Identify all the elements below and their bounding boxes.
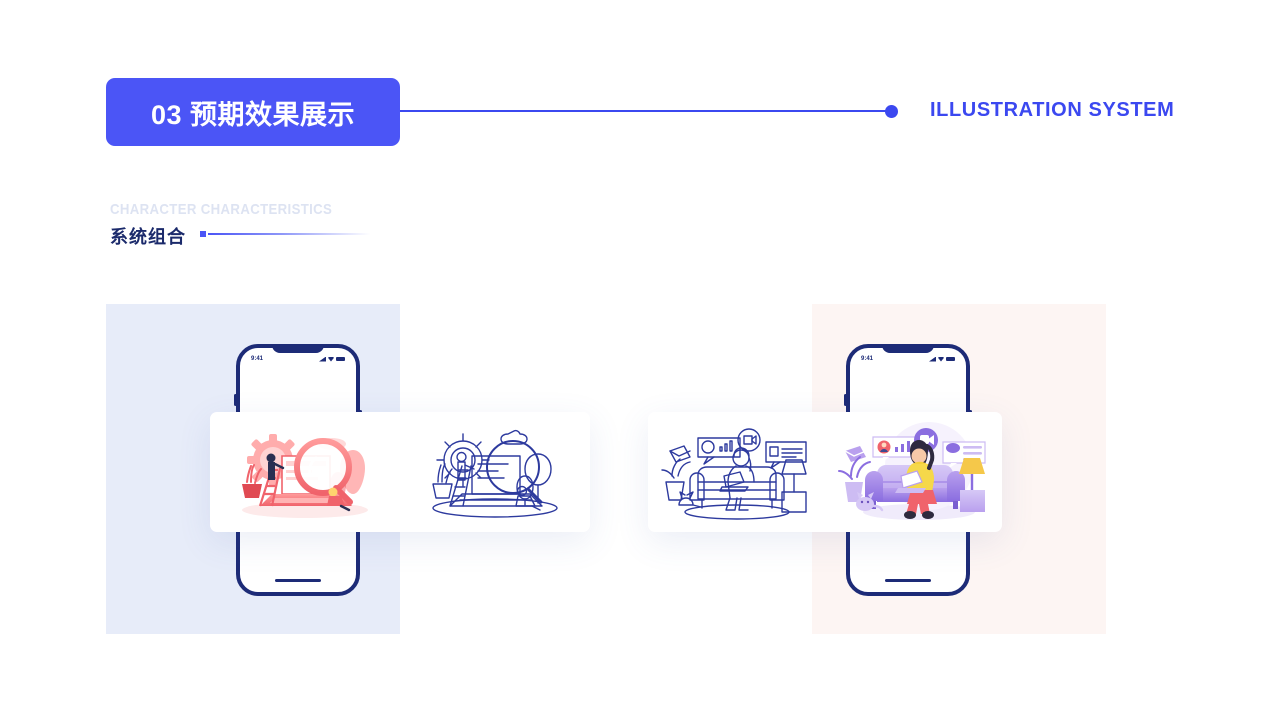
- wifi-icon: [938, 356, 944, 362]
- phone-mute-switch-icon: [234, 394, 237, 406]
- illustration-sofa-lineart: [648, 412, 825, 532]
- section-badge-label: 03 预期效果展示: [150, 99, 356, 130]
- showcase-card-left: [210, 412, 590, 532]
- status-time-label: 9:41: [251, 356, 264, 362]
- battery-icon: [946, 356, 955, 362]
- battery-icon: [336, 356, 345, 362]
- status-icon-group: [929, 356, 955, 362]
- subtitle-chinese: 系统组合: [110, 227, 186, 247]
- subtitle-accent-line: [208, 233, 370, 235]
- subtitle-english: CHARACTER CHARACTERISTICS: [110, 201, 333, 218]
- home-indicator: [885, 579, 931, 582]
- section-badge: 03 预期效果展示: [106, 78, 400, 146]
- header-divider-line: [400, 110, 890, 112]
- sofa-video-call-lineart-svg: [660, 428, 807, 520]
- phone-notch-icon: [882, 344, 934, 353]
- subtitle-accent-dot: [200, 231, 206, 237]
- phone-mute-switch-icon: [844, 394, 847, 406]
- workspace-search-lineart-svg: [432, 429, 558, 518]
- phone-status-bar: 9:41: [240, 356, 356, 362]
- signal-icon: [929, 356, 936, 362]
- signal-icon: [319, 356, 326, 362]
- sofa-video-call-color-svg: [837, 422, 986, 520]
- phone-notch-icon: [272, 344, 324, 353]
- wifi-icon: [328, 356, 334, 362]
- home-indicator: [275, 579, 321, 582]
- illustration-sofa-color: [825, 412, 1002, 532]
- header-kicker-label: ILLUSTRATION SYSTEM: [930, 99, 1175, 121]
- status-time-label: 9:41: [861, 356, 874, 362]
- header-endpoint-dot: [885, 105, 898, 118]
- illustration-workspace-lineart: [400, 412, 590, 532]
- status-icon-group: [319, 356, 345, 362]
- workspace-search-color-svg: [242, 434, 368, 518]
- illustration-workspace-color: [210, 412, 400, 532]
- showcase-card-right: [648, 412, 1002, 532]
- phone-status-bar: 9:41: [850, 356, 966, 362]
